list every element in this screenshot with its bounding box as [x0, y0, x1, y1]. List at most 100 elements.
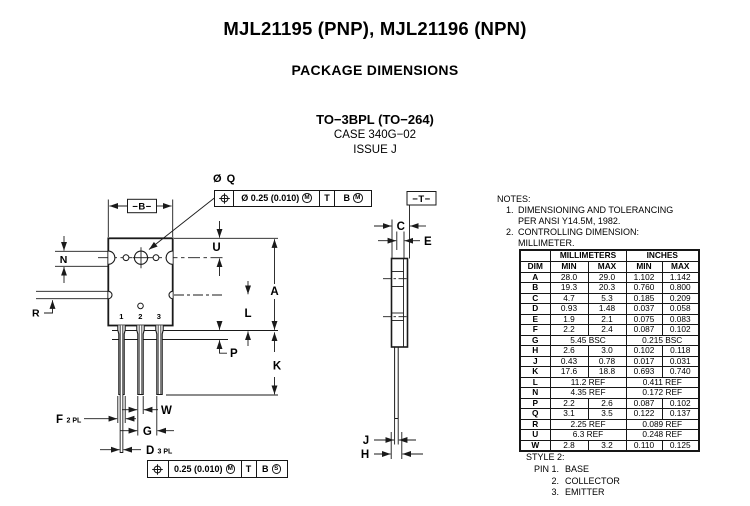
- dim-value-cell: 2.2: [549, 397, 589, 409]
- dim-value-cell: 1.9: [549, 313, 589, 325]
- dim-W: W: [122, 396, 172, 417]
- svg-text:U: U: [212, 242, 220, 254]
- dim-letter-cell: J: [519, 355, 551, 367]
- position-tolerance-icon: [215, 191, 233, 206]
- notes-block: NOTES: 1.DIMENSIONING AND TOLERANCING PE…: [497, 194, 732, 249]
- dim-letter-cell: N: [519, 387, 551, 399]
- svg-text:3 PL: 3 PL: [158, 448, 174, 455]
- dim-value-merged-cell: 0.411 REF: [625, 376, 700, 388]
- dim-value-cell: 28.0: [549, 271, 589, 283]
- svg-text:H: H: [361, 449, 369, 461]
- dim-K: K: [271, 332, 282, 395]
- dim-D: D 3 PL: [100, 445, 173, 457]
- dim-value-cell: 0.075: [625, 313, 663, 325]
- dim-C: C: [374, 221, 426, 233]
- dim-value-cell: 0.110: [625, 439, 663, 452]
- notes-heading: NOTES:: [497, 194, 531, 204]
- dim-value-cell: 0.740: [661, 366, 700, 378]
- svg-text:D: D: [146, 445, 154, 457]
- tolerance-cell: Ø 0.25 (0.010) M: [233, 190, 319, 206]
- dim-B: −B−: [109, 198, 172, 214]
- small-hole-right: [152, 254, 160, 262]
- pin-function-label: BASE: [565, 463, 590, 474]
- pin-function-label: COLLECTOR: [565, 475, 620, 486]
- material-modifier-icon: M: [353, 193, 363, 203]
- dim-letter-cell: U: [519, 429, 551, 441]
- svg-text:J: J: [363, 435, 369, 447]
- min-header: MIN: [549, 260, 589, 273]
- dim-letter-cell: B: [519, 282, 551, 294]
- dim-value-cell: 1.142: [661, 271, 700, 283]
- note-item: 2.CONTROLLING DIMENSION: MILLIMETER.: [506, 227, 732, 249]
- dim-L: L: [244, 281, 252, 346]
- dim-value-cell: 0.760: [625, 282, 663, 294]
- dim-value-cell: 1.48: [587, 303, 627, 315]
- feature-control-frame-bottom: 0.25 (0.010) M T B S: [146, 460, 288, 478]
- svg-text:W: W: [161, 405, 172, 417]
- dim-value-cell: 0.037: [625, 303, 663, 315]
- dim-letter-cell: R: [519, 418, 551, 430]
- note-item: 1.DIMENSIONING AND TOLERANCING PER ANSI …: [506, 205, 732, 227]
- side-lead: [394, 347, 399, 419]
- dim-value-cell: 0.118: [661, 345, 700, 357]
- pin-definition-row: 2.COLLECTOR: [530, 475, 620, 488]
- dim-F: F 2 PL: [56, 396, 136, 426]
- issue-revision: ISSUE J: [353, 144, 397, 156]
- dim-value-merged-cell: 0.215 BSC: [625, 334, 700, 346]
- dim-value-cell: 29.0: [587, 271, 627, 283]
- svg-text:C: C: [397, 221, 405, 233]
- dimension-table: MILLIMETERS INCHES DIM MIN MAX MIN MAX A…: [519, 249, 700, 452]
- inches-header: INCHES: [625, 249, 700, 262]
- dim-value-cell: 2.1: [587, 313, 627, 325]
- case-info-block: TO−3BPL (TO−264) CASE 340G−02 ISSUE J: [0, 111, 750, 158]
- svg-text:3: 3: [157, 312, 161, 321]
- page-title: MJL21195 (PNP), MJL21196 (NPN): [223, 18, 527, 39]
- dim-value-cell: 0.800: [661, 282, 700, 294]
- dim-value-cell: 4.7: [549, 292, 589, 304]
- dim-G: G: [120, 396, 174, 438]
- dim-value-merged-cell: 11.2 REF: [549, 376, 627, 388]
- dim-value-merged-cell: 5.45 BSC: [549, 334, 627, 346]
- small-hole-left: [122, 254, 130, 262]
- dim-value-cell: 19.3: [549, 282, 589, 294]
- dim-value-cell: 2.6: [549, 345, 589, 357]
- dim-value-cell: 0.031: [661, 355, 700, 367]
- dim-R: R: [32, 300, 56, 320]
- svg-text:L: L: [244, 308, 251, 320]
- pin-definition-row: PIN 1. BASE: [530, 464, 620, 476]
- svg-text:2: 2: [138, 312, 142, 321]
- dim-P: P: [216, 321, 238, 360]
- dim-value-cell: 0.058: [661, 303, 700, 315]
- dim-value-cell: 0.185: [625, 292, 663, 304]
- corner-cell: [519, 249, 551, 262]
- table-group-header-row: MILLIMETERS INCHES: [519, 249, 700, 262]
- pin-number-label: 3.: [551, 487, 559, 498]
- dim-letter-cell: D: [519, 303, 551, 315]
- pin2-index-circle: [137, 302, 144, 310]
- package-name: TO−3BPL (TO−264): [316, 112, 434, 127]
- svg-text:G: G: [143, 426, 152, 438]
- dim-letter-cell: P: [519, 397, 551, 409]
- dim-value-cell: 3.1: [549, 408, 589, 420]
- svg-text:F: F: [56, 414, 63, 426]
- dim-A: A: [270, 239, 279, 330]
- hole-diameter-label: Ø Q: [213, 172, 237, 185]
- pin-number-label: PIN 1.: [533, 463, 559, 474]
- svg-text:E: E: [424, 236, 432, 248]
- svg-text:P: P: [230, 348, 238, 360]
- svg-text:A: A: [270, 286, 278, 298]
- dim-U: U: [212, 221, 223, 276]
- dim-value-cell: 0.209: [661, 292, 700, 304]
- max-header: MAX: [661, 260, 700, 273]
- dim-value-cell: 1.102: [625, 271, 663, 283]
